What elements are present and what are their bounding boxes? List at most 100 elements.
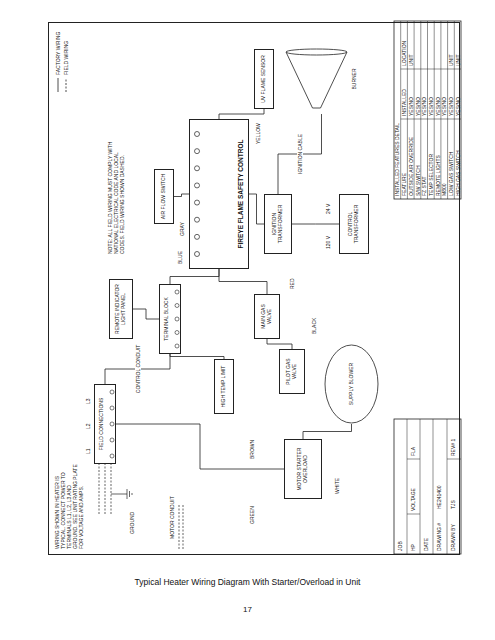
table-cell: REV# 1 [450,439,456,456]
table-cell: INSTALLED [401,89,407,116]
gas-valve: MAIN GAS VALVE [254,294,280,339]
wire-label: GREEN [249,506,255,524]
gas-valve: PILOT GAS VALVE [279,349,305,394]
table-cell: JOB [397,541,403,551]
table-cell: UNIT [448,54,454,66]
terminal-screw [110,438,114,442]
supply-blower: SUPPLY BLOWER [324,344,379,424]
ignition-transformer: IGNITION TRANSFORMER [264,194,292,254]
terminal-screw [195,200,200,205]
wire-label: L3 [85,398,91,404]
terminal-screw [110,390,114,394]
table-cell: YES/NO [435,97,441,116]
note-text: WIRING SHOWN IN HEATER IS TYPICAL. CONNE… [54,464,84,549]
wire-label: IGNITION CABLE [297,133,303,175]
wire-label: BLUE [177,251,183,264]
wire-label: GROUND [129,512,135,534]
table-cell: UNIT [408,54,414,66]
wire [170,269,219,284]
field-wire [99,464,111,514]
legend-text: FACTORY WIRING [55,32,61,75]
component-label: FIELD CONNECTIONS [99,398,105,451]
table-cell: LOCATION [401,41,407,66]
wire [249,194,264,224]
table-cell: YES/NO [415,97,421,116]
air-flow-switch: AIR FLOW SWITCH [154,169,174,224]
terminal-screw [110,406,114,410]
component-shape [284,44,359,114]
component-label: BURNER [352,68,358,89]
component-label: FIREYE FLAME SAFETY CONTROL [237,140,244,249]
table-cell: FLA [410,447,416,456]
terminal-screw [110,454,114,458]
table-cell: TEMP SELECTOR [428,154,434,196]
flame-sensor: UV FLAME SENSOR [254,49,274,109]
terminal-screw [175,290,179,294]
burner: BURNER [284,44,359,114]
component-label: PILOT GAS VALVE [286,353,298,390]
terminal-screw [195,217,200,222]
table-cell: YES/NO [428,97,434,116]
wire-label: L1 [85,448,91,454]
terminal-screw [195,252,200,257]
terminal-screw [175,304,179,308]
legend-solid-line [58,78,59,92]
drawing-frame: FIREYE FLAME SAFETY CONTROL BURNER IGNITIO… [48,22,460,555]
table-cell: YES/NO [408,97,414,116]
component-shape [94,384,116,464]
component-label: REMOTE INDICATOR LIGHT PANEL [115,283,127,335]
table-cell: S/W SWITCH [415,165,421,196]
motor-conduit-wire [179,504,183,549]
terminal-screw [195,183,200,188]
title-block [394,419,461,554]
terminal-strip: FIELD CONNECTIONS [94,384,116,464]
table-cell: HE241400 [436,485,442,509]
component-label: MAIN GAS VALVE [261,298,273,335]
table-cell: HP [410,544,416,551]
table-cell: DRAWN BY [450,524,456,551]
burner-mouth [286,49,347,55]
table-cell: YES/NO [421,97,427,116]
feature-table [394,21,461,199]
table-cell: DATE [423,538,429,551]
wire-label: CONTROL CONDUIT [135,344,141,394]
component-label: AIR FLOW SWITCH [161,174,167,219]
wire-label: 24 V [325,204,331,214]
wire [267,339,292,349]
component-label: SUPPLY BLOWER [349,363,355,405]
light-panel: REMOTE INDICATOR LIGHT PANEL [109,279,133,339]
terminal-screw [175,344,179,348]
table-cell: TJS [450,500,456,509]
caption: Typical Heater Wiring Diagram With Start… [0,577,495,587]
wire-label: RED [289,278,295,289]
terminal-screw [195,166,200,171]
wire [292,224,339,225]
flame-safety-control: FIREYE FLAME SAFETY CONTROL [189,119,249,269]
table-cell: FEATURE [401,173,407,196]
blower-housing [325,345,378,423]
table-cell: M800 [441,183,447,196]
wire [219,269,267,294]
component-label: OVERLOAD [303,455,309,483]
motor-starter: MOTOR STARTEROVERLOAD [284,439,322,499]
table-cell: VOLTAGE [410,488,416,511]
wire-label: GRAY [179,222,185,236]
table-cell: YES/NO [448,97,454,116]
page-number: 17 [0,605,495,614]
table-cell: YES/NO [441,97,447,116]
wire [174,194,189,197]
wire-label: L2 [85,423,91,429]
terminal-screw [195,149,200,154]
table-cell: YES/NO [455,97,461,116]
component-label: CONTROL TRANSFORMER [348,198,360,250]
wire-label: WHITE [334,478,340,494]
table-cell: OUTSIDE AIR OVERRIDE [408,137,414,196]
legend-dashed-line [66,78,67,92]
title-grid [407,419,461,554]
note-text: NOTE: ALL FIELD WIRING MUST COMPLY WITH … [107,134,125,254]
control-transformer: CONTROL TRANSFORMER [339,194,369,254]
wire-label: MOTOR CONDUIT [169,496,175,539]
wire [116,424,284,469]
component-label: HIGH TEMP LIMIT [221,366,227,408]
ground-symbol [111,489,132,499]
